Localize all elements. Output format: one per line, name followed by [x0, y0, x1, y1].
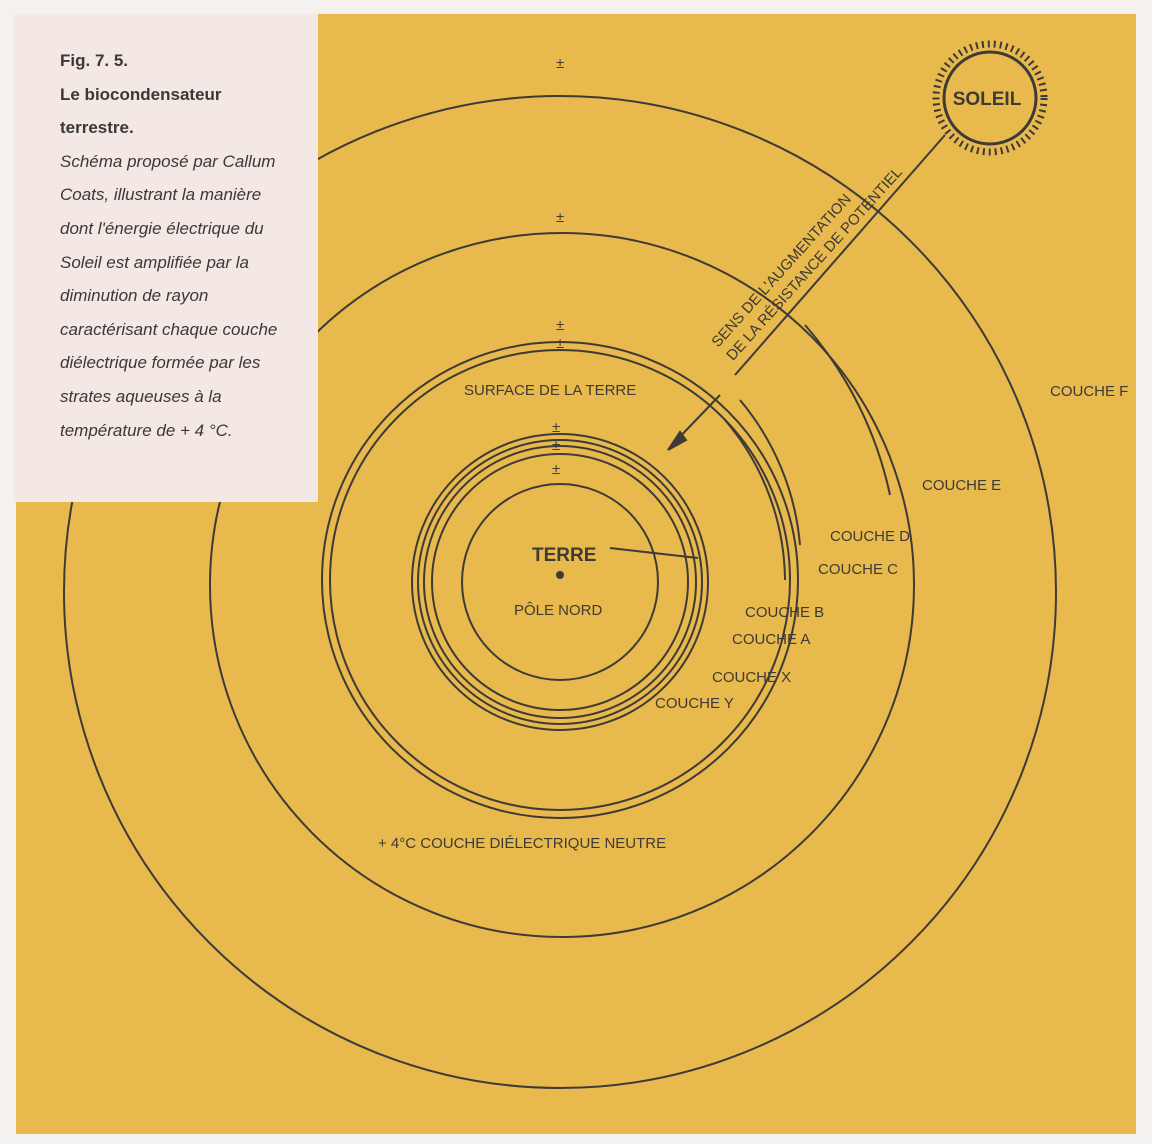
ring-x	[431, 453, 689, 711]
layer-b-label: COUCHE B	[745, 604, 824, 621]
arrow-label-1: SENS DE L'AUGMENTATION	[708, 191, 854, 351]
charge-mark: ±	[552, 461, 560, 478]
arrow-head	[667, 430, 688, 451]
ring-surface	[411, 433, 709, 731]
layer-x-label: COUCHE X	[712, 669, 791, 686]
earth-circle	[461, 483, 659, 681]
sun-label: SOLEIL	[953, 89, 1022, 110]
figure-number: Fig. 7. 5.	[60, 51, 129, 70]
charge-mark: ±	[556, 55, 564, 72]
charge-mark: ±	[556, 335, 564, 352]
pole-dot	[556, 571, 564, 579]
charge-mark: ±	[552, 437, 560, 454]
ring-middle	[209, 232, 915, 938]
ring-b	[417, 439, 703, 725]
ring-a	[423, 445, 697, 719]
layer-e-label: COUCHE E	[922, 477, 1001, 494]
arc-couche-d	[739, 399, 801, 546]
charge-mark: ±	[556, 317, 564, 334]
layer-d-label: COUCHE D	[830, 528, 910, 545]
arc-couche-c	[724, 419, 786, 581]
ring-neutral-inner	[321, 341, 799, 819]
layer-f-label: COUCHE F	[1050, 383, 1128, 400]
ring-outer	[63, 95, 1057, 1089]
arc-couche-e	[804, 324, 891, 496]
layer-a-label: COUCHE A	[732, 631, 810, 648]
terre-arrow	[609, 547, 699, 559]
sun-rays	[932, 40, 1048, 156]
ring-neutral-inner-2	[329, 349, 791, 811]
arrow-label-2: DE LA RÉSISTANCE DE POTENTIEL	[723, 164, 906, 364]
charge-mark: ±	[552, 419, 560, 436]
charge-mark: ±	[556, 209, 564, 226]
earth-label: TERRE	[532, 545, 596, 566]
layer-y-label: COUCHE Y	[655, 695, 734, 712]
sun-arrow-line	[734, 134, 946, 376]
figure-caption: Fig. 7. 5. Le biocondensateur terrestre.…	[14, 14, 318, 502]
surface-label: SURFACE DE LA TERRE	[464, 382, 636, 399]
layer-c-label: COUCHE C	[818, 561, 898, 578]
pole-label: PÔLE NORD	[514, 602, 603, 619]
neutral-layer-label: + 4°C COUCHE DIÉLECTRIQUE NEUTRE	[378, 835, 666, 852]
sun-circle	[942, 50, 1038, 146]
figure-description: Schéma proposé par Callum Coats, illustr…	[60, 151, 278, 440]
figure-title: Le biocondensateur terrestre.	[60, 84, 222, 138]
